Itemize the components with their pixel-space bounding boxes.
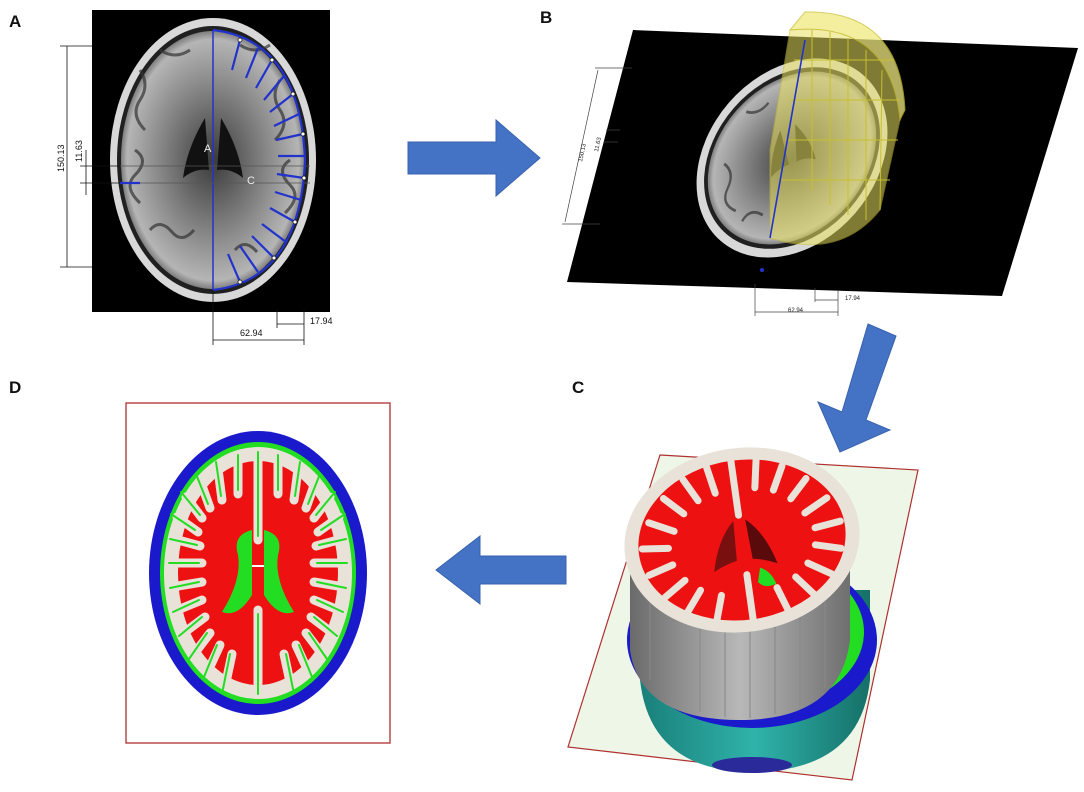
mri-ventricle-right xyxy=(217,118,243,178)
panel-d-2d xyxy=(125,402,391,744)
dim-height: 150.13 xyxy=(56,144,66,172)
sulci-2d xyxy=(168,451,348,695)
white-matter xyxy=(178,461,338,685)
dim-b-height: 150.13 xyxy=(578,143,588,163)
ventricle-left xyxy=(222,530,252,614)
extrusion-midline xyxy=(769,39,806,239)
dim-b-offset: 11.63 xyxy=(594,136,603,152)
mri-label-c: C xyxy=(247,175,255,187)
gyri-3d xyxy=(638,456,845,624)
panel-b-3d xyxy=(567,11,1078,296)
mri-label-a: A xyxy=(204,143,212,155)
panel-label-a: A xyxy=(9,12,22,31)
extrusion-top xyxy=(788,11,906,122)
panel-a-mri: A C xyxy=(92,10,330,312)
panel-a-dimensions xyxy=(60,45,305,345)
dim-b-width: 62.94 xyxy=(788,308,804,314)
panel-label-b: B xyxy=(540,8,553,27)
dim-gap: 17.94 xyxy=(310,316,333,326)
arrow-right-icon xyxy=(407,118,541,198)
ventricle-right xyxy=(264,530,294,614)
dim-offset: 11.63 xyxy=(74,140,84,162)
extrusion-ribs xyxy=(780,30,900,220)
ventricle-3d-right xyxy=(745,519,778,564)
panel-label-d: D xyxy=(9,378,22,397)
arrow-left-icon xyxy=(435,534,567,606)
sketch-ribs xyxy=(120,28,307,292)
mri-ventricle-left xyxy=(183,118,209,178)
panel-c-3d xyxy=(567,447,919,781)
brain-top-face xyxy=(624,447,860,633)
arrow-down-left-icon xyxy=(817,323,897,453)
panel-b-dimensions xyxy=(562,67,839,316)
mri-gyri xyxy=(128,43,297,254)
panel-label-c: C xyxy=(572,378,585,397)
dim-b-gap: 17.94 xyxy=(845,296,861,302)
ventricle-3d-left xyxy=(714,521,737,573)
dim-width: 62.94 xyxy=(240,328,263,338)
